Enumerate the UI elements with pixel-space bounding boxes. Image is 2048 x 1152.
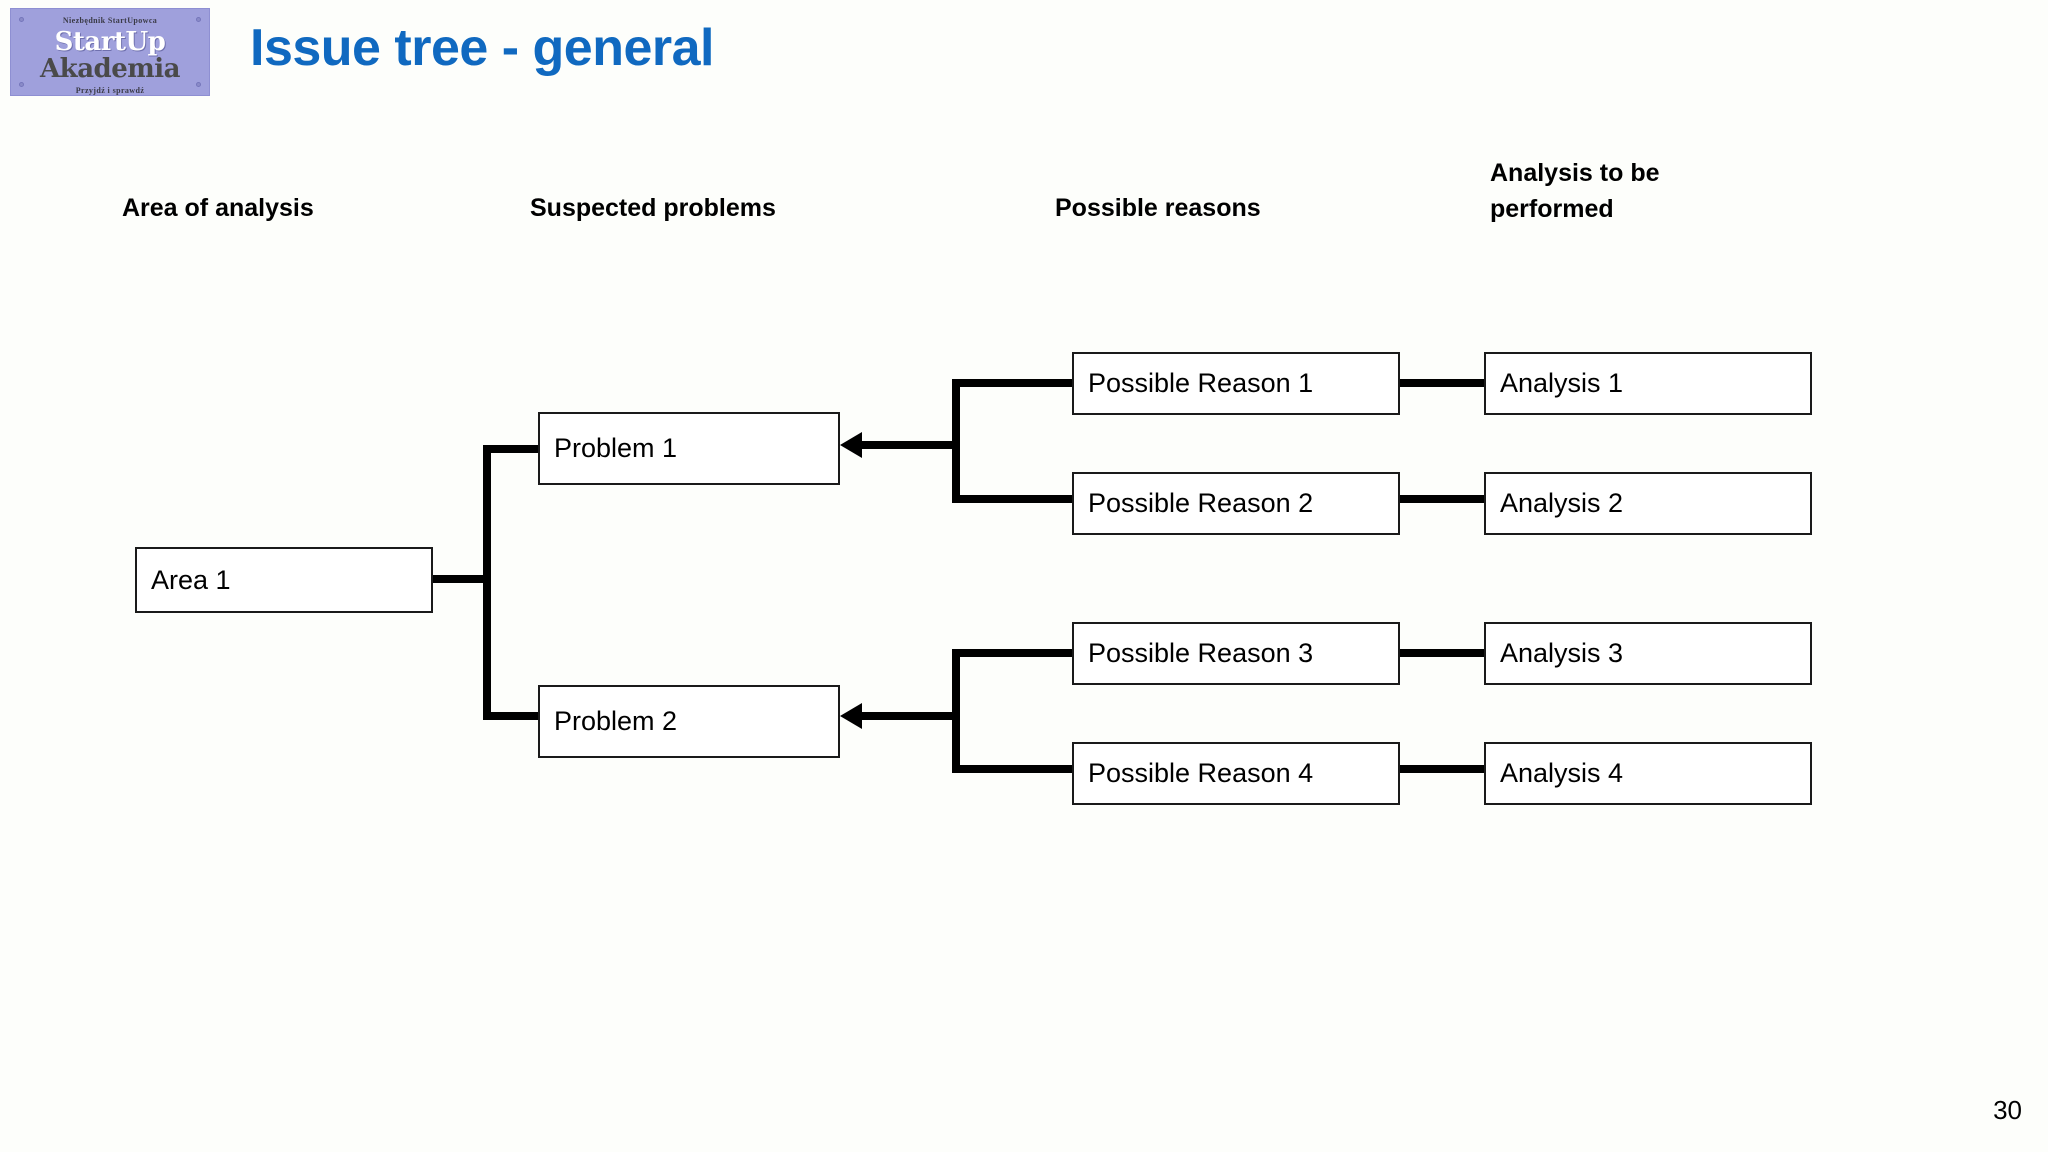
connector-trunk-vertical	[483, 445, 491, 720]
connector-reason4-to-analysis4	[1398, 765, 1488, 773]
arrowhead-icon-into-problem2	[840, 703, 862, 729]
connector-problem1-reason-bus-vertical	[952, 379, 960, 503]
connector-bus-to-problem1	[862, 441, 956, 449]
connector-trunk-to-problem1	[483, 445, 540, 453]
connector-reason1-to-bus	[952, 379, 1074, 387]
column-header-area-of-analysis: Area of analysis	[122, 194, 314, 222]
node-analysis-3[interactable]: Analysis 3	[1484, 622, 1812, 685]
logo-tagline-bottom: Przyjdź i sprawdź	[75, 86, 145, 95]
connector-bus-to-problem2	[862, 712, 956, 720]
screw-icon-bottom-left	[19, 82, 24, 87]
node-problem-1[interactable]: Problem 1	[538, 412, 840, 485]
connector-reason4-to-bus	[952, 765, 1074, 773]
node-possible-reason-1[interactable]: Possible Reason 1	[1072, 352, 1400, 415]
connector-area1-to-trunk	[433, 575, 491, 583]
screw-icon-top-right	[196, 17, 201, 22]
arrowhead-icon-into-problem1	[840, 432, 862, 458]
node-analysis-4[interactable]: Analysis 4	[1484, 742, 1812, 805]
connector-reason3-to-analysis3	[1398, 649, 1488, 657]
logo-wordmark-line2: Akademia	[40, 54, 181, 84]
column-header-possible-reasons: Possible reasons	[1055, 194, 1261, 222]
connector-problem2-reason-bus-vertical	[952, 649, 960, 773]
slide-title: Issue tree - general	[250, 19, 715, 77]
logo-tagline-top: Niezbędnik StartUpowca	[62, 16, 158, 25]
column-header-suspected-problems: Suspected problems	[530, 194, 776, 222]
connector-reason3-to-bus	[952, 649, 1074, 657]
node-possible-reason-2[interactable]: Possible Reason 2	[1072, 472, 1400, 535]
connector-reason2-to-bus	[952, 495, 1074, 503]
node-area-1[interactable]: Area 1	[135, 547, 433, 613]
column-header-analysis-to-be-performed: Analysis to be performed	[1490, 159, 1660, 224]
connector-reason1-to-analysis1	[1398, 379, 1488, 387]
node-analysis-1[interactable]: Analysis 1	[1484, 352, 1812, 415]
startup-akademia-logo: Niezbędnik StartUpowca StartUp Akademia …	[10, 8, 210, 96]
node-analysis-2[interactable]: Analysis 2	[1484, 472, 1812, 535]
logo-wordmark-line1: StartUp	[54, 27, 166, 57]
connector-reason2-to-analysis2	[1398, 495, 1488, 503]
screw-icon-bottom-right	[196, 82, 201, 87]
node-problem-2[interactable]: Problem 2	[538, 685, 840, 758]
connector-trunk-to-problem2	[483, 712, 540, 720]
screw-icon-top-left	[19, 17, 24, 22]
page-number: 30	[1993, 1095, 2022, 1125]
node-possible-reason-4[interactable]: Possible Reason 4	[1072, 742, 1400, 805]
node-possible-reason-3[interactable]: Possible Reason 3	[1072, 622, 1400, 685]
